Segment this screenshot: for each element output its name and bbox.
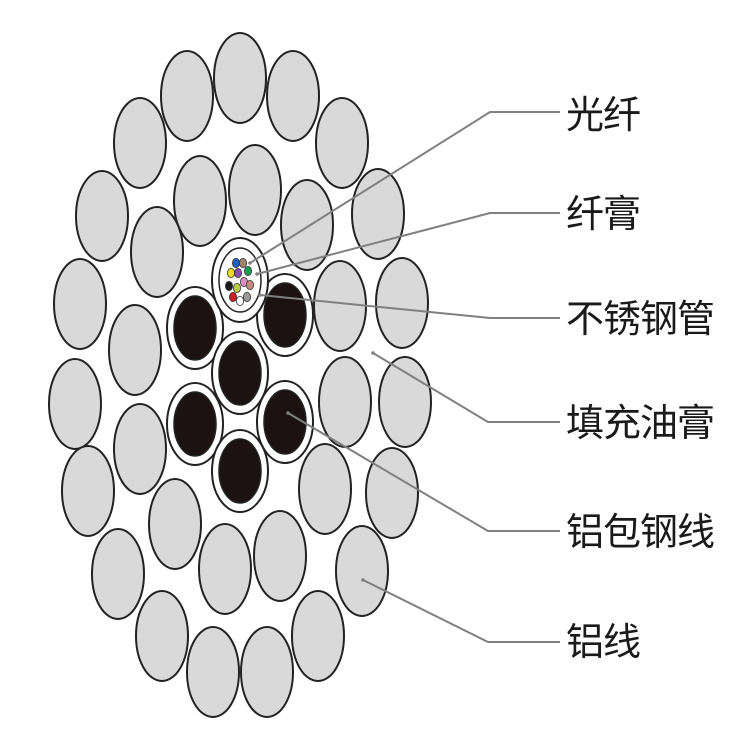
- aluminum-wire: [113, 403, 167, 495]
- aluminum-wire: [335, 525, 389, 617]
- aluminum-wire: [313, 260, 367, 352]
- aluminum-wire: [228, 144, 282, 236]
- optical-fiber: [235, 295, 244, 306]
- aluminum-wire: [378, 356, 432, 448]
- aluminum-wire: [318, 356, 372, 448]
- aluminum-wire: [298, 443, 352, 535]
- aluminum-wire: [365, 447, 419, 539]
- aluminum-clad-steel-wire-core: [173, 391, 217, 457]
- label-optical-fiber: 光纤: [566, 93, 641, 137]
- aluminum-wire: [375, 257, 429, 349]
- optical-fiber: [228, 291, 237, 302]
- aluminum-wire: [280, 179, 334, 271]
- aluminum-wire: [75, 170, 129, 262]
- optical-fiber: [233, 267, 242, 278]
- aluminum-wire: [113, 97, 167, 189]
- aluminum-wire: [173, 155, 227, 247]
- aluminum-wire: [160, 50, 214, 142]
- aluminum-wire: [53, 258, 107, 350]
- aluminum-wire: [48, 358, 102, 450]
- aluminum-wire: [315, 97, 369, 189]
- aluminum-wire: [135, 590, 189, 682]
- aluminum-wire: [108, 304, 162, 396]
- aluminum-wire: [213, 32, 267, 124]
- leader-line-filling-grease: [372, 352, 560, 423]
- aluminum-wire: [240, 626, 294, 718]
- aluminum-clad-steel-wire-core: [218, 438, 262, 504]
- leader-line-fiber-gel: [256, 212, 560, 275]
- optical-fiber: [231, 257, 240, 268]
- aluminum-clad-steel-wire-core: [263, 389, 307, 455]
- leader-line-stainless-steel-tube: [259, 294, 560, 319]
- leader-arrow-tip: [361, 578, 365, 582]
- leader-arrow-tip: [248, 261, 252, 265]
- leader-line-aluminum-clad-steel-wire: [287, 412, 560, 532]
- label-fiber-gel: 纤膏: [566, 192, 641, 236]
- optical-fiber: [245, 279, 254, 290]
- aluminum-wire: [291, 590, 345, 682]
- optical-fiber: [242, 291, 251, 302]
- aluminum-wire: [61, 445, 115, 537]
- optical-fiber: [232, 282, 241, 293]
- optical-fiber: [224, 280, 233, 291]
- label-aluminum-wire: 铝线: [566, 620, 641, 664]
- aluminum-clad-steel-wire-core: [218, 340, 262, 406]
- label-stainless-steel-tube: 不锈钢管: [566, 297, 715, 341]
- label-aluminum-clad-steel-wire: 铝包钢线: [566, 510, 715, 554]
- optical-fiber: [238, 257, 247, 268]
- aluminum-wire: [130, 206, 184, 298]
- leader-arrow-tip: [286, 411, 290, 415]
- aluminum-wire: [91, 528, 145, 620]
- aluminum-wire: [148, 478, 202, 570]
- aluminum-clad-steel-wire-core: [263, 282, 307, 348]
- optical-fiber: [243, 265, 252, 276]
- aluminum-clad-steel-wire-core: [173, 295, 217, 361]
- aluminum-wire: [186, 626, 240, 718]
- leader-arrow-tip: [371, 351, 375, 355]
- label-filling-grease: 填充油膏: [566, 401, 715, 445]
- leader-arrow-tip: [258, 293, 262, 297]
- leader-line-aluminum-wire: [362, 579, 560, 643]
- aluminum-wire: [198, 523, 252, 615]
- leader-line-optical-fiber: [249, 111, 560, 264]
- aluminum-wire: [266, 50, 320, 142]
- aluminum-wire: [253, 510, 307, 602]
- optical-fiber: [226, 267, 235, 278]
- leader-arrow-tip: [255, 272, 259, 276]
